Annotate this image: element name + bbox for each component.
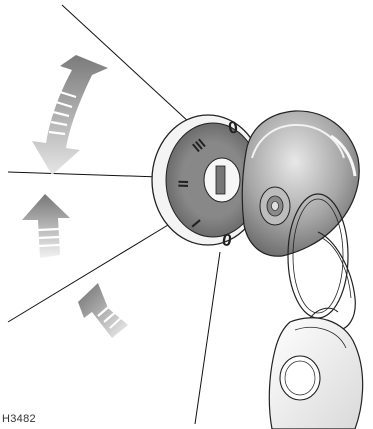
figure-reference-code: H3482 <box>2 413 36 425</box>
position-label-2: II <box>175 180 191 188</box>
leader-line-middle <box>8 172 160 177</box>
key-head <box>242 111 359 256</box>
key-slot <box>216 166 225 194</box>
turn-arrow-diagonal <box>78 283 128 338</box>
turn-arrow-double <box>32 55 108 175</box>
fob-button <box>280 356 320 400</box>
turn-arrow-up <box>22 194 70 258</box>
position-label-0-top: 0 <box>227 117 240 137</box>
leader-line-bottom <box>195 252 220 424</box>
key-fob <box>269 308 362 429</box>
